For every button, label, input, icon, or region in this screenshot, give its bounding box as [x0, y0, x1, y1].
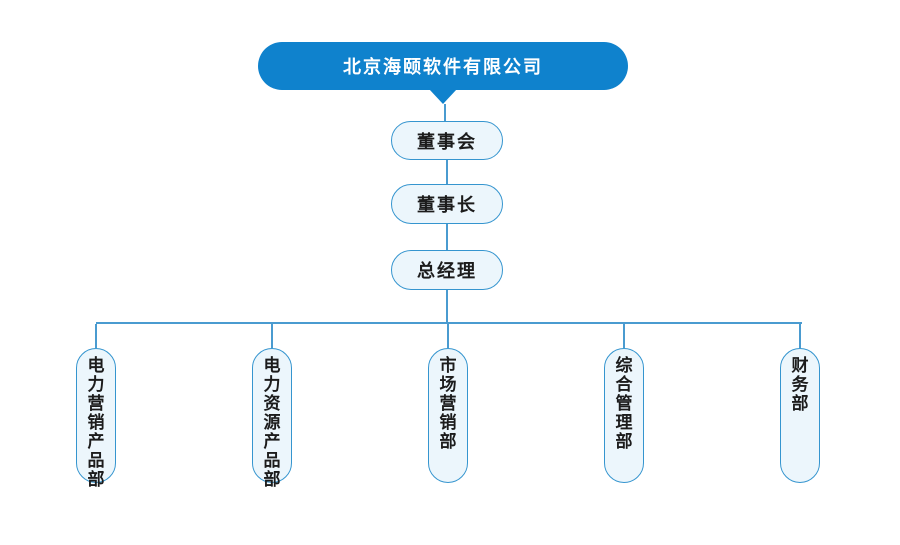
dept-label: 财务部 [791, 356, 809, 414]
node-dept-marketing: 市场营销部 [428, 348, 468, 483]
dept-label: 电力资源产品部 [263, 356, 281, 490]
node-dept-power-marketing-products: 电力营销产品部 [76, 348, 116, 490]
drop-line [447, 324, 449, 348]
node-board-of-directors: 董事会 [391, 121, 503, 160]
node-dept-finance: 财务部 [780, 348, 820, 483]
horizontal-rail [96, 322, 802, 324]
dept-label: 市场营销部 [439, 356, 457, 452]
root-pointer-triangle [429, 89, 457, 104]
drop-line [95, 324, 97, 348]
node-dept-general-management: 综合管理部 [604, 348, 644, 483]
connector-chairman-to-gm [446, 224, 448, 250]
dept-label: 综合管理部 [615, 356, 633, 452]
drop-line [623, 324, 625, 348]
connector-root-to-board [444, 104, 446, 121]
company-name: 北京海颐软件有限公司 [343, 57, 543, 78]
node-label: 董事长 [417, 195, 477, 216]
connector-gm-to-rail [446, 290, 448, 323]
node-chairman: 董事长 [391, 184, 503, 224]
node-general-manager: 总经理 [391, 250, 503, 290]
drop-line [799, 324, 801, 348]
company-root-node: 北京海颐软件有限公司 [258, 42, 628, 90]
dept-label: 电力营销产品部 [87, 356, 105, 490]
node-label: 总经理 [417, 261, 477, 282]
node-dept-power-resource-products: 电力资源产品部 [252, 348, 292, 490]
connector-board-to-chairman [446, 160, 448, 184]
drop-line [271, 324, 273, 348]
node-label: 董事会 [417, 131, 477, 153]
